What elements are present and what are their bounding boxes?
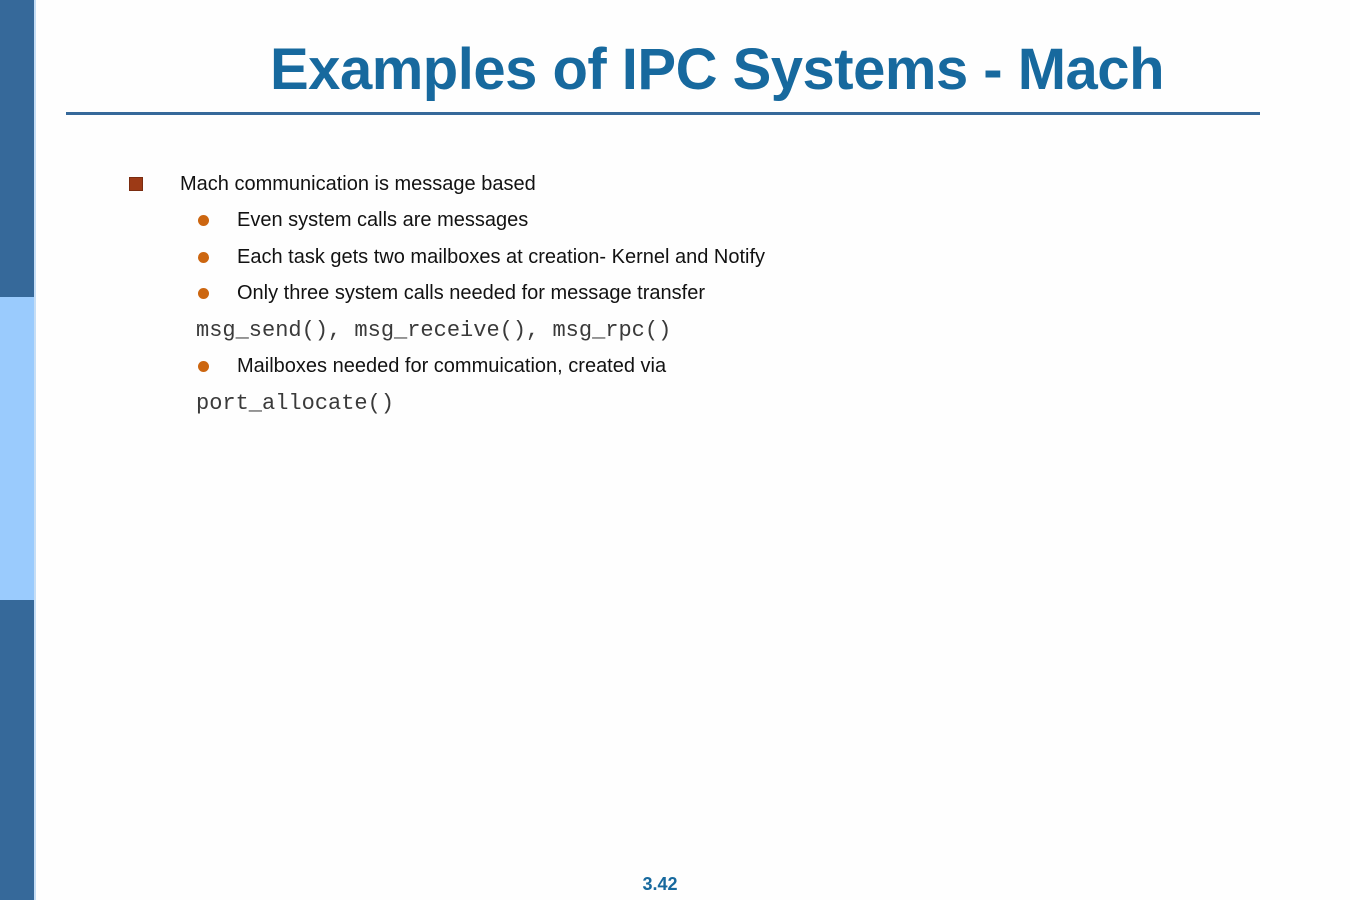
bullet-item: Mach communication is message based bbox=[0, 166, 1350, 203]
circle-bullet-icon bbox=[198, 361, 209, 373]
bullet-text: Mach communication is message based bbox=[180, 172, 536, 195]
sidebar-dark-segment-bottom bbox=[0, 600, 34, 900]
circle-bullet-icon bbox=[198, 251, 209, 263]
slide-title: Examples of IPC Systems - Mach bbox=[270, 37, 1165, 102]
bullet-text: Only three system calls needed for messa… bbox=[237, 282, 705, 305]
bullet-item: Each task gets two mailboxes at creation… bbox=[0, 239, 1350, 276]
bullet-text: Even system calls are messages bbox=[237, 209, 529, 232]
bullet-text: port_allocate() bbox=[196, 390, 395, 416]
title-underline-rule bbox=[66, 112, 1260, 115]
bullet-item: Even system calls are messages bbox=[0, 203, 1350, 240]
circle-bullet-icon bbox=[198, 215, 209, 227]
slide-accent-sidebar bbox=[0, 0, 36, 900]
bullet-item: Mailboxes needed for commuication, creat… bbox=[0, 349, 1350, 386]
bullet-text: Each task gets two mailboxes at creation… bbox=[237, 245, 766, 268]
square-bullet-icon bbox=[129, 177, 143, 192]
sidebar-dark-segment-top bbox=[0, 0, 34, 297]
page-number: 3.42 bbox=[642, 874, 678, 894]
code-line: msg_send(), msg_receive(), msg_rpc() bbox=[0, 312, 1350, 349]
bullet-text: msg_send(), msg_receive(), msg_rpc() bbox=[196, 317, 672, 343]
code-line: port_allocate() bbox=[0, 385, 1350, 422]
bullet-text: Mailboxes needed for commuication, creat… bbox=[237, 355, 667, 378]
circle-bullet-icon bbox=[198, 288, 209, 300]
sidebar-light-segment bbox=[0, 297, 34, 600]
bullet-item: Only three system calls needed for messa… bbox=[0, 276, 1350, 313]
